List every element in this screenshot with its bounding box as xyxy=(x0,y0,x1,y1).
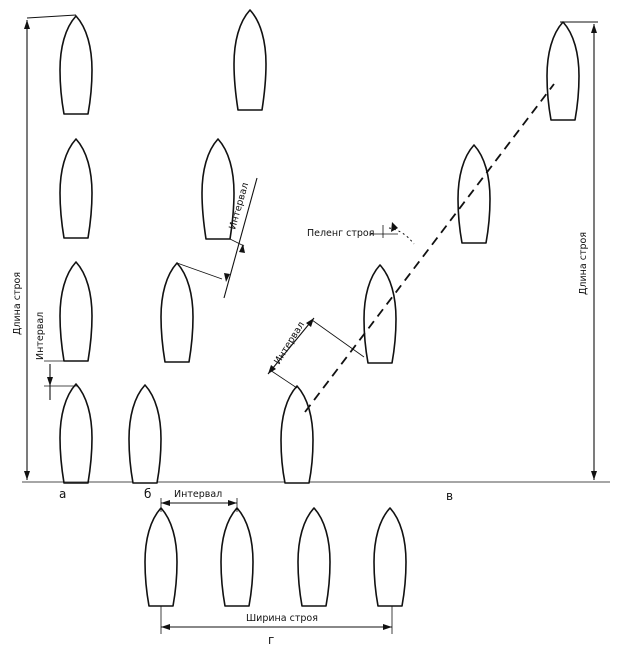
ship-a2 xyxy=(59,138,93,239)
letter-g: г xyxy=(268,633,274,647)
bearing-angle-arrow xyxy=(391,222,398,232)
length-arrow-top-a xyxy=(24,20,30,29)
interval-arrow-g2 xyxy=(228,500,237,506)
ship-v1 xyxy=(546,21,580,121)
length-arrow-bottom-v xyxy=(591,471,597,480)
ship-g1 xyxy=(144,507,178,607)
interval-arrow-g1 xyxy=(161,500,170,506)
length-arrow-bottom-a xyxy=(24,471,30,480)
ship-v2 xyxy=(457,144,491,244)
width-label: Ширина строя xyxy=(246,613,318,624)
interval-extension-b2 xyxy=(176,262,223,280)
bearing-line xyxy=(304,83,555,413)
ship-b1 xyxy=(233,9,267,111)
ship-v4 xyxy=(280,385,314,484)
ship-a4 xyxy=(59,383,93,484)
interval-arrow-b1 xyxy=(239,244,245,253)
formation-v: Пеленг строя Интервал Длина строя в xyxy=(267,21,598,503)
interval-arrow-a xyxy=(47,377,53,386)
interval-extension-v2 xyxy=(269,369,298,389)
interval-arrow-v2 xyxy=(268,365,276,374)
interval-label-g: Интервал xyxy=(174,489,222,500)
formation-g: Интервал Ширина строя г xyxy=(144,489,407,647)
ship-b3 xyxy=(160,262,194,363)
interval-dimension-line-b xyxy=(223,177,258,299)
length-arrow-top-v xyxy=(591,24,597,33)
bearing-label: Пеленг строя xyxy=(307,228,374,239)
width-arrow-right xyxy=(383,624,392,630)
interval-arrow-b2 xyxy=(224,273,230,282)
ship-a1 xyxy=(59,15,93,115)
ship-b2 xyxy=(201,138,235,240)
length-label-v: Длина строя xyxy=(578,232,589,295)
letter-a: а xyxy=(59,487,66,501)
ship-b4 xyxy=(128,384,162,484)
formation-b: Интервал б xyxy=(128,9,267,501)
length-top-extension-a xyxy=(26,14,77,19)
interval-arrow-v1 xyxy=(306,318,314,327)
ship-g3 xyxy=(297,507,331,607)
letter-v: в xyxy=(446,489,453,503)
interval-label-a: Интервал xyxy=(35,312,46,360)
length-label-a: Длина строя xyxy=(12,272,23,335)
width-arrow-left xyxy=(161,624,170,630)
interval-label-v: Интервал xyxy=(272,320,307,367)
interval-extension-v1 xyxy=(311,319,365,358)
ship-g2 xyxy=(220,507,254,607)
interval-dimension-line-v xyxy=(267,317,315,375)
letter-b: б xyxy=(144,487,151,501)
interval-extension-b1 xyxy=(229,238,245,247)
formation-a: Длина строя Интервал а xyxy=(12,14,610,501)
ship-g4 xyxy=(373,507,407,607)
ship-a3 xyxy=(59,261,93,362)
